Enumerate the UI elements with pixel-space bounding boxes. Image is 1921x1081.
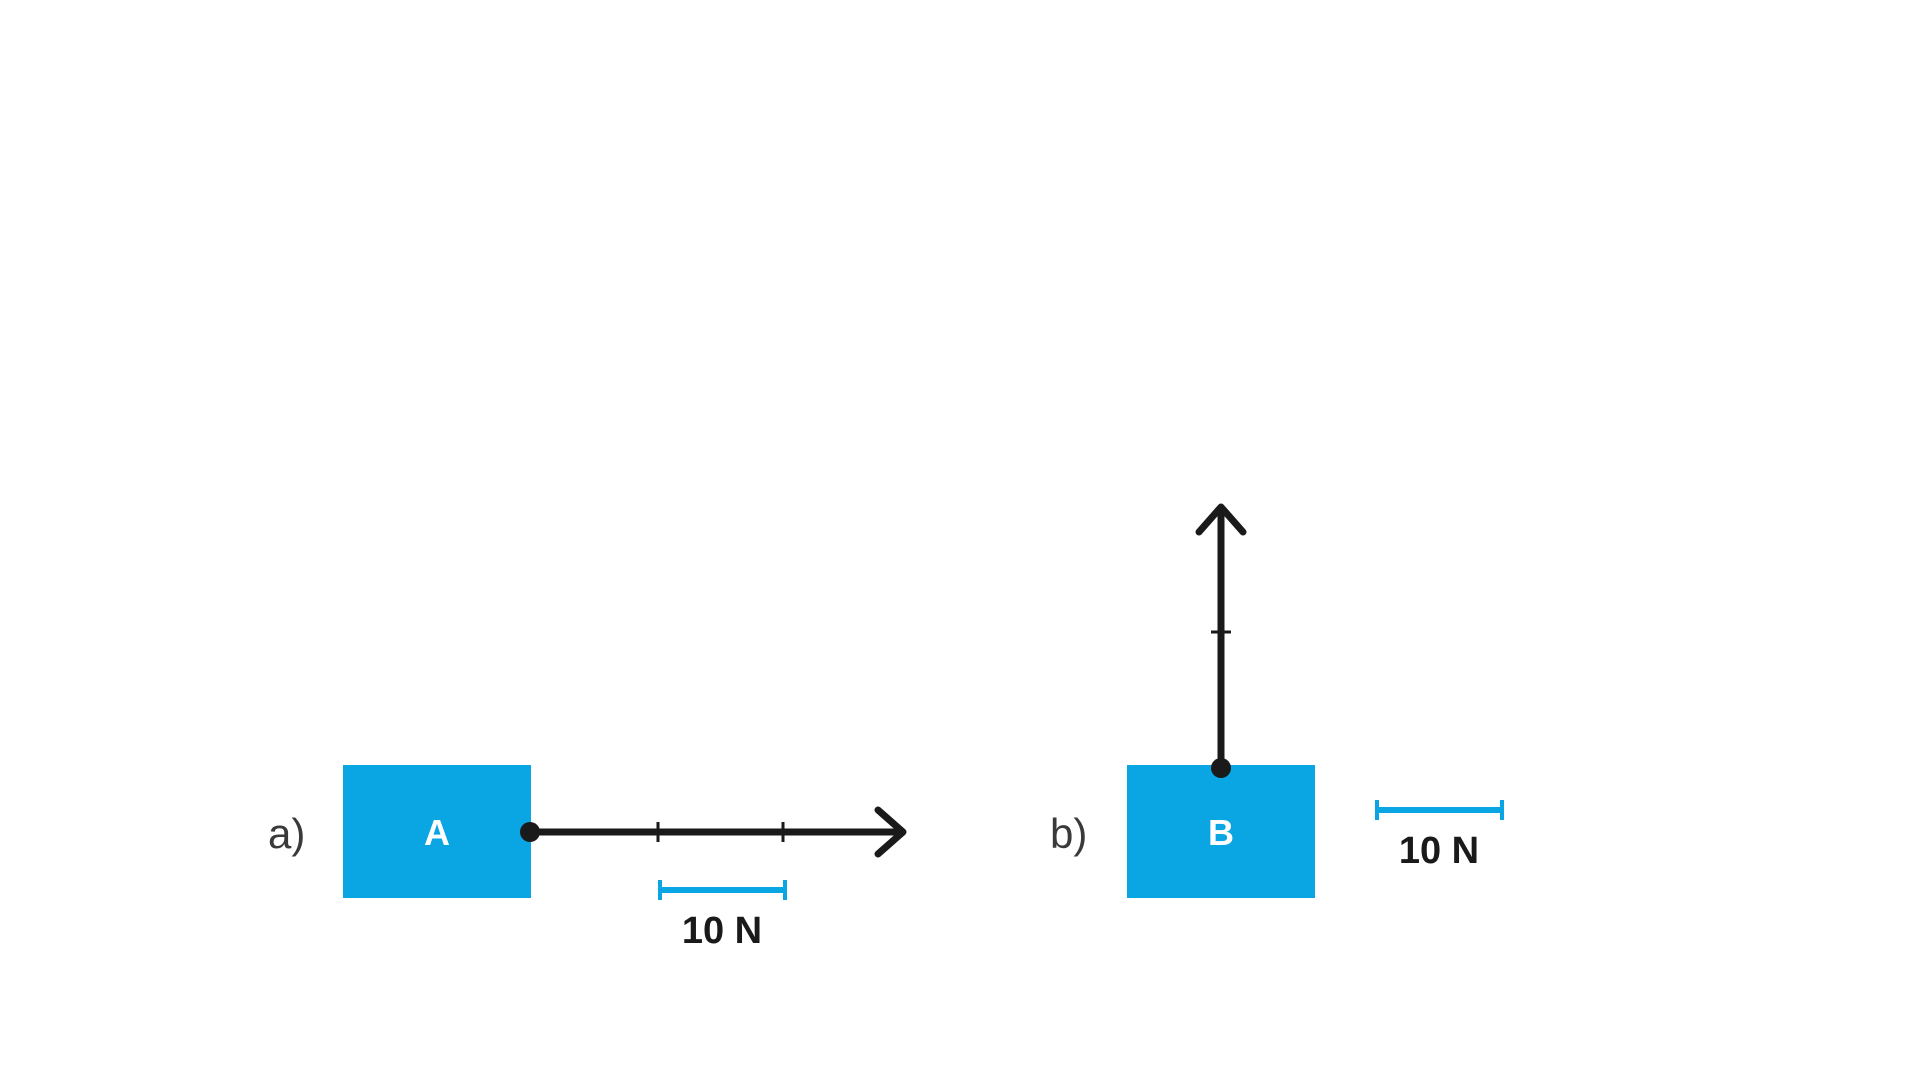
force-arrow-b-origin-dot bbox=[1211, 758, 1231, 778]
force-vector-b bbox=[1199, 507, 1243, 778]
force-vector-a bbox=[520, 810, 903, 854]
part-a: a) A 10 N bbox=[268, 765, 903, 952]
part-a-label: a) bbox=[268, 810, 305, 857]
scale-bar-a-label: 10 N bbox=[682, 910, 762, 952]
block-b-label: B bbox=[1208, 812, 1234, 853]
force-arrow-a-origin-dot bbox=[520, 822, 540, 842]
scale-bar-b: 10 N bbox=[1377, 800, 1502, 872]
scale-bar-a: 10 N bbox=[660, 880, 785, 952]
part-b-label: b) bbox=[1050, 810, 1087, 857]
block-a-label: A bbox=[424, 812, 450, 853]
part-b: b) B 10 N bbox=[1050, 507, 1502, 898]
scale-bar-b-label: 10 N bbox=[1399, 830, 1479, 872]
